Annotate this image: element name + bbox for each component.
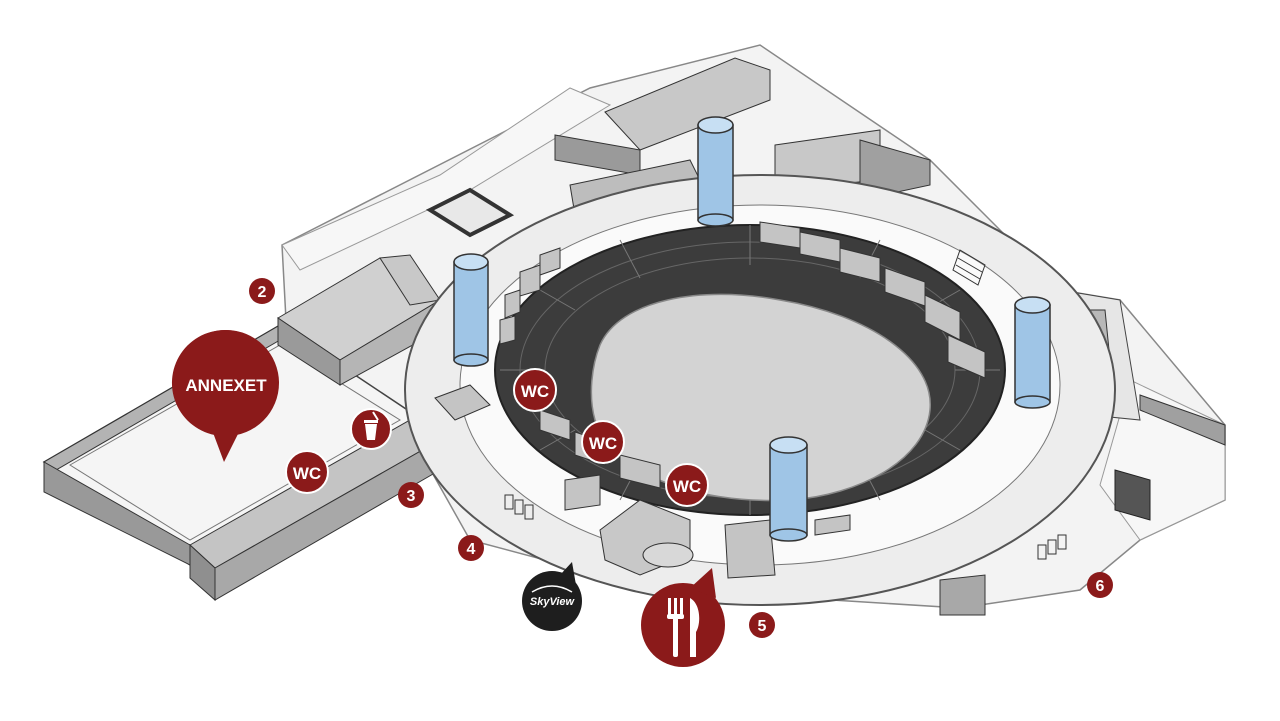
entrance-5-label: 5 [758,618,767,635]
skyview-logo-icon [531,585,573,593]
entrance-4-label: 4 [467,541,476,558]
restaurant-building [599,499,694,576]
entrance-2[interactable]: 2 [249,278,275,304]
entrance-5[interactable]: 5 [749,612,775,638]
wc-label-3: WC [673,477,701,496]
entrance-6[interactable]: 6 [1087,572,1113,598]
wc-marker-2[interactable]: WC [581,420,625,464]
annex-building [42,324,441,602]
fork-knife-icon [667,598,700,657]
left-entrance-block [277,187,515,386]
entrance-3-label: 3 [407,488,416,505]
wc-label-annex: WC [293,464,321,483]
annex-label: ANNEXET [185,376,267,395]
annex-pin[interactable]: ANNEXET [171,330,279,462]
wc-label-1: WC [521,382,549,401]
skyview-label: SkyView [530,596,576,608]
entrance-4[interactable]: 4 [458,535,484,561]
seating-boxes [434,221,986,579]
wc-marker-3[interactable]: WC [665,463,709,507]
tower-east [1014,296,1051,409]
wc-marker-1[interactable]: WC [513,368,557,412]
stairs-and-turnstiles [504,249,1067,560]
tower-west [453,253,489,367]
entrance-3[interactable]: 3 [398,482,424,508]
wc-label-2: WC [589,434,617,453]
skyview-pin[interactable]: SkyView [522,562,582,631]
drink-cup-icon[interactable] [350,408,392,450]
entrance-6-label: 6 [1096,578,1105,595]
wc-marker-annex[interactable]: WC [285,450,329,494]
tower-south [769,436,808,542]
tower-north [697,116,734,227]
entrance-2-label: 2 [258,284,267,301]
restaurant-pin[interactable] [641,568,725,667]
